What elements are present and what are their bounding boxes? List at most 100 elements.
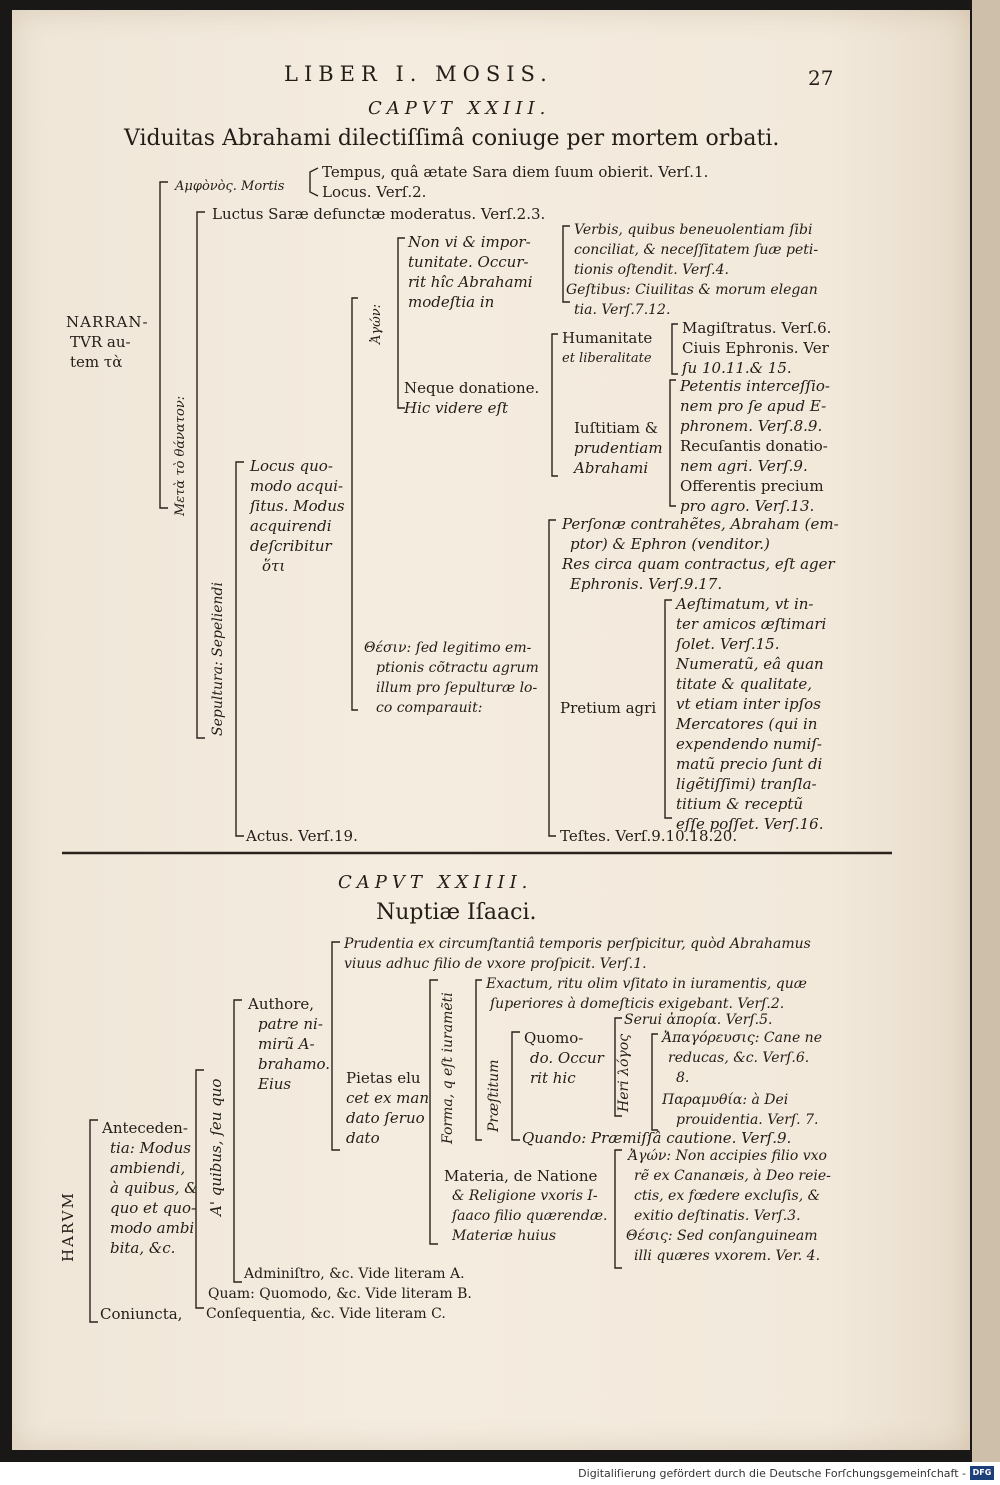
narrantur-line-3: tem τὰ	[70, 353, 123, 371]
apagoreusis-line-2: reducas, &c. Verſ.6.	[668, 1050, 810, 1066]
apagoreusis-line-3: 8.	[676, 1070, 690, 1086]
footer-credit: Digitaliſierung gefördert durch die Deut…	[578, 1467, 966, 1480]
meta-vertical: Μετὰ τὸ θάνατον:	[173, 395, 188, 516]
numeratu-line-4: Mercatores (qui in	[676, 715, 818, 733]
bracket-humanitate	[551, 333, 558, 477]
bracket-pretium	[664, 599, 672, 819]
chapter-23-caput: CAPVT XXIII.	[368, 98, 551, 119]
pietas-line-3: dato ſeruo	[346, 1109, 425, 1127]
pietas-line-4: dato	[346, 1129, 380, 1147]
materia-line-1: Materia, de Natione	[444, 1167, 598, 1185]
exactum-line-2: ſuperiores à domeſticis exigebant. Verſ.…	[490, 996, 785, 1012]
thesis-line-2: illi quæres vxorem. Ver. 4.	[634, 1248, 821, 1264]
thesis-line-1: Θέσις: Sed conſanguineam	[626, 1228, 818, 1244]
iustitiam-line-1: Iuſtitiam &	[574, 419, 659, 437]
tempus-entry: Tempus, quâ ætate Sara diem ſuum obierit…	[322, 164, 708, 181]
iustitiam-line-2: prudentiam	[574, 439, 663, 457]
neque-line-2: Hic videre eſt	[404, 399, 509, 417]
aestimatum-line-1: Aeſtimatum, vt in-	[676, 595, 814, 613]
locus-mortis: Locus. Verſ.2.	[322, 183, 427, 201]
prudentia-line-2: viuus adhuc filio de vxore proſpicit. Ve…	[344, 956, 647, 972]
offerentis-line-1: Offerentis precium	[680, 477, 824, 495]
authore-line-1: Authore,	[248, 995, 315, 1013]
bracket-magistratus	[671, 323, 678, 375]
nonvi-line-2: tunitate. Occur-	[408, 253, 529, 271]
thesin-line-4: co comparauit:	[376, 700, 483, 716]
bracket-heri	[614, 1017, 622, 1117]
narrantur-line-2: TVR au-	[70, 333, 131, 351]
agon-line-2: rẽ ex Cananæis, à Deo reie-	[634, 1168, 831, 1184]
forma-vertical: Forma, q eſt iuramẽti	[440, 992, 456, 1144]
praestitum-vertical: Præſtitum	[486, 1059, 502, 1132]
administro-entry: Adminiſtro, &c. Vide literam A.	[244, 1266, 465, 1282]
numeratu-line-8: titium & receptũ	[676, 795, 804, 813]
authore-line-2: patre ni-	[258, 1015, 323, 1033]
luctus-entry: Luctus Saræ defunctæ moderatus. Verſ.2.3…	[212, 205, 546, 223]
narrantur-line-1: NARRAN-	[66, 313, 149, 331]
aestimatum-line-2: ter amicos æſtimari	[676, 615, 827, 633]
agon-line-4: exitio deſtinatis. Verſ.3.	[634, 1208, 801, 1224]
verbis-line-1: Verbis, quibus beneuolentiam ſibi	[574, 222, 813, 238]
authore-line-5: Eius	[258, 1075, 292, 1093]
neque-line-1: Neque donatione.	[404, 379, 540, 397]
numeratu-line-5: expendendo numiſ-	[676, 735, 822, 753]
thesin-line-3: illum pro ſepulturæ lo-	[376, 680, 538, 696]
petentis-line-1: Petentis interceſſio-	[680, 377, 830, 395]
antecedentia-line-4: à quibus, &	[110, 1179, 198, 1197]
bracket-materia	[614, 1149, 622, 1269]
magistratus: Magiſtratus. Verſ.6.	[682, 319, 832, 337]
nonvi-line-1: Non vi & impor-	[408, 233, 531, 251]
chapter-24-title: Nuptiæ Iſaaci.	[376, 900, 537, 925]
personae-line-2: ptor) & Ephron (venditor.)	[570, 535, 770, 553]
digitization-footer: Digitaliſierung gefördert durch die Deut…	[0, 1462, 1000, 1485]
book-page	[12, 10, 970, 1450]
verbis-line-2: conciliat, & neceſſitatem ſuæ peti-	[574, 242, 819, 258]
locus-line-3: ſitus. Modus	[250, 497, 345, 515]
locus-line-2: modo acqui-	[250, 477, 344, 495]
thesin-line-2: ptionis cõtractu agrum	[376, 660, 539, 676]
pietas-line-2: cet ex man	[346, 1089, 430, 1107]
nonvi-line-3: rit hîc Abrahami	[408, 273, 533, 291]
sepultura-vertical: Sepultura: Sepeliendi	[210, 582, 226, 736]
heri-vertical: Heri λόγος	[616, 1033, 632, 1112]
paramythia-line-1: Παραμυθία: à Dei	[662, 1092, 789, 1108]
nonvi-line-4: modeſtia in	[408, 293, 495, 311]
apagoreusis-line-1: Ἀπαγόρευσις: Cane ne	[662, 1030, 822, 1046]
agon-line-3: ctis, ex fœdere excluſis, &	[634, 1188, 821, 1204]
quam-entry: Quam: Quomodo, &c. Vide literam B.	[208, 1286, 472, 1302]
coniuncta-entry: Coniuncta,	[100, 1305, 183, 1323]
bracket-prudentia	[331, 941, 340, 1151]
antecedentia-line-6: modo ambi	[110, 1219, 195, 1237]
quando-entry: Quando: Præmiſſâ cautione. Verſ.9.	[522, 1129, 792, 1147]
antecedentia-line-7: bita, &c.	[110, 1239, 176, 1257]
recusantis-line-1: Recuſantis donatio-	[680, 437, 828, 455]
numeratu-line-3: vt etiam inter ipſos	[676, 695, 821, 713]
ciuis-line-1: Ciuis Ephronis. Ver	[682, 339, 829, 357]
locus-line-4: acquirendi	[250, 517, 332, 535]
bracket-aquibus	[233, 999, 242, 1283]
ciuis-line-2: ſu 10.11.& 15.	[682, 359, 792, 377]
numeratu-line-1: Numeratũ, eâ quan	[676, 655, 824, 673]
bracket-harum	[89, 1119, 98, 1323]
locus-line-6: ὅτι	[262, 557, 286, 575]
offerentis-line-2: pro agro. Verſ.13.	[680, 497, 815, 515]
res-line-1: Res circa quam contractus, eſt ager	[562, 555, 835, 573]
authore-line-4: brahamo.	[258, 1055, 331, 1073]
numeratu-line-6: matũ precio ſunt di	[676, 755, 823, 773]
bracket-quomodo	[511, 1031, 520, 1141]
thesin-line-1: Θέσιν: ſed legitimo em-	[364, 640, 532, 656]
recusantis-line-2: nem agri. Verſ.9.	[680, 457, 808, 475]
chapter-23-title: Viduitas Abrahami dilectiſſimâ coniuge p…	[124, 126, 780, 151]
materia-line-4: Materiæ huius	[452, 1228, 557, 1244]
scan-edge-strip	[972, 0, 1000, 1462]
mortis-label: Αμφὸνὸς. Mortis	[175, 179, 285, 194]
locus-line-1: Locus quo-	[250, 457, 333, 475]
bracket-meta	[196, 211, 205, 739]
verbis-line-3: tionis oſtendit. Verſ.4.	[574, 262, 729, 278]
quomodo-line-2: do. Occur	[530, 1049, 604, 1067]
actus-entry: Actus. Verſ.19.	[246, 827, 358, 845]
bracket-narrantur	[159, 181, 168, 509]
bracket-antecedentia	[195, 1069, 204, 1309]
